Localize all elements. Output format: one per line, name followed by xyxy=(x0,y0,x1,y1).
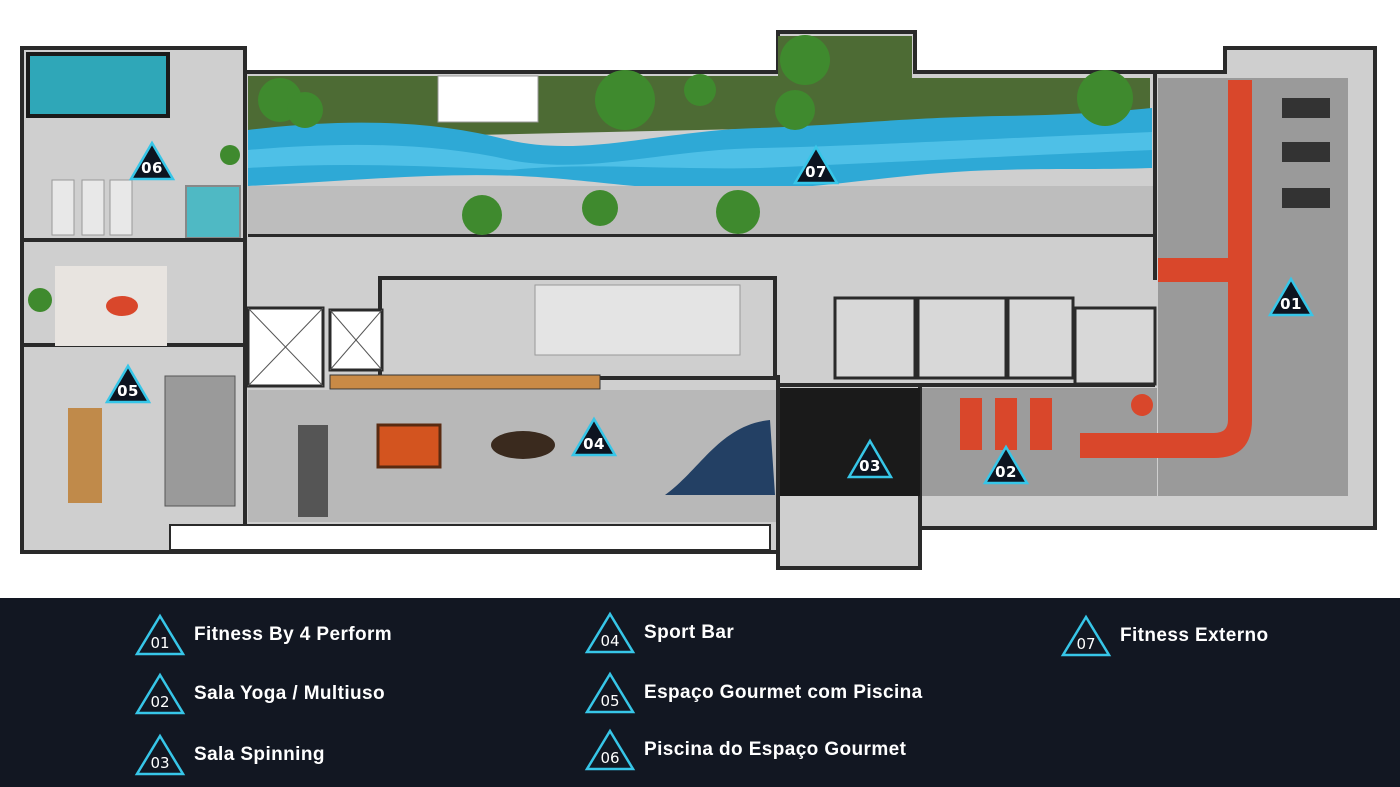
legend-label: Sport Bar xyxy=(644,622,735,643)
garden-trees xyxy=(28,35,1133,312)
legend-item-05: 05 Espaço Gourmet com Piscina xyxy=(584,668,923,718)
bar-counter xyxy=(329,374,601,390)
marker-04-number: 04 xyxy=(583,435,605,453)
legend-marker-icon: 01 xyxy=(134,613,186,657)
marker-01[interactable]: 01 xyxy=(1267,276,1315,318)
legend-label: Fitness Externo xyxy=(1120,625,1269,646)
legend-number: 07 xyxy=(1076,635,1096,653)
poker-table xyxy=(491,431,555,459)
marker-07-number: 07 xyxy=(805,163,827,181)
floor-plan-drawing xyxy=(20,30,1377,570)
pool-deck xyxy=(248,186,1153,236)
legend-number: 05 xyxy=(600,692,620,710)
legend-label: Sala Spinning xyxy=(194,744,325,765)
yoga-mats xyxy=(960,398,1052,450)
marker-07[interactable]: 07 xyxy=(792,144,840,186)
legend-number: 01 xyxy=(150,634,170,652)
marker-02-number: 02 xyxy=(995,463,1017,481)
running-track xyxy=(1080,80,1252,458)
legend-marker-icon: 02 xyxy=(134,672,186,716)
floor-plan: 01 02 03 04 05 06 07 xyxy=(20,30,1377,570)
legend-marker-icon: 04 xyxy=(584,611,636,655)
elevator-x-marks xyxy=(247,307,383,387)
pool-table xyxy=(376,423,442,469)
marker-05[interactable]: 05 xyxy=(104,363,152,405)
legend-label: Piscina do Espaço Gourmet xyxy=(644,739,907,760)
gourmet-pool xyxy=(26,52,170,118)
terrace-strip xyxy=(169,524,771,551)
marker-03[interactable]: 03 xyxy=(846,438,894,480)
legend-marker-icon: 03 xyxy=(134,733,186,777)
legend-number: 06 xyxy=(600,749,620,767)
marker-04[interactable]: 04 xyxy=(570,416,618,458)
legend-label: Sala Yoga / Multiuso xyxy=(194,683,385,704)
gym-treadmills xyxy=(1282,98,1330,208)
marker-01-number: 01 xyxy=(1280,295,1302,313)
legend-item-07: 07 Fitness Externo xyxy=(1060,611,1269,661)
legend-marker-icon: 07 xyxy=(1060,614,1112,658)
legend-label: Espaço Gourmet com Piscina xyxy=(644,682,923,703)
legend-number: 03 xyxy=(150,754,170,772)
legend-item-01: 01 Fitness By 4 Perform xyxy=(134,610,392,660)
legend-marker-icon: 05 xyxy=(584,671,636,715)
dining-table xyxy=(68,408,102,503)
legend-number: 04 xyxy=(600,632,620,650)
marker-03-number: 03 xyxy=(859,457,881,475)
legend-number: 02 xyxy=(150,693,170,711)
lazy-river-pool xyxy=(248,108,1152,191)
lounge-sofa xyxy=(665,420,775,495)
loungers xyxy=(51,179,133,236)
legend-marker-icon: 06 xyxy=(584,728,636,772)
gym-ball xyxy=(1131,394,1153,416)
marker-06-number: 06 xyxy=(141,159,163,177)
marker-05-number: 05 xyxy=(117,382,139,400)
bar-island xyxy=(298,425,328,517)
gourmet-counter xyxy=(164,375,236,507)
marker-06[interactable]: 06 xyxy=(128,140,176,182)
skylight xyxy=(437,75,539,123)
legend-panel: 01 Fitness By 4 Perform 02 Sala Yoga / M… xyxy=(0,598,1400,787)
gourmet-jacuzzi xyxy=(185,185,241,239)
legend-item-06: 06 Piscina do Espaço Gourmet xyxy=(584,725,906,775)
lazy-river-light xyxy=(248,132,1152,170)
legend-item-03: 03 Sala Spinning xyxy=(134,730,325,780)
marker-02[interactable]: 02 xyxy=(982,444,1030,486)
coffee-table xyxy=(106,296,138,316)
legend-item-04: 04 Sport Bar xyxy=(584,608,734,658)
restrooms xyxy=(833,296,1157,386)
legend-item-02: 02 Sala Yoga / Multiuso xyxy=(134,669,385,719)
deck-wall xyxy=(248,234,1153,237)
legend-label: Fitness By 4 Perform xyxy=(194,624,393,645)
stairs xyxy=(534,284,741,356)
